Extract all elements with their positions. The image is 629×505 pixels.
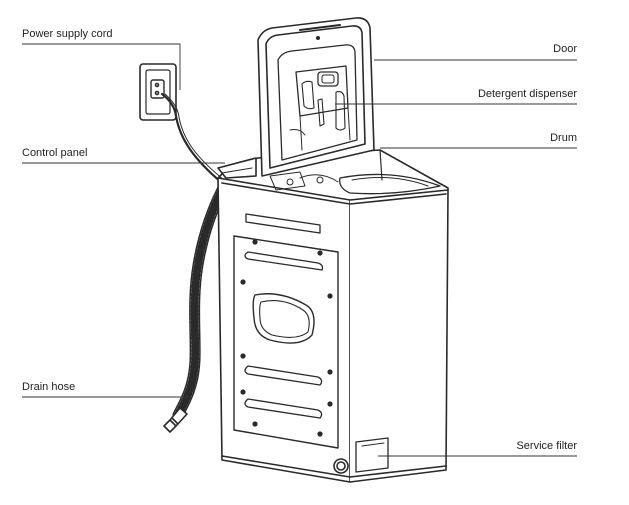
label-control-panel: Control panel — [22, 147, 88, 159]
label-service-filter: Service filter — [516, 440, 577, 452]
interior-detail — [269, 171, 339, 191]
control-panel — [217, 157, 257, 179]
drum — [339, 149, 441, 195]
label-detergent-dispenser: Detergent dispenser — [477, 88, 577, 100]
drain-hose — [163, 184, 228, 433]
cabinet — [217, 149, 449, 483]
leader-power-cord — [22, 43, 181, 90]
label-power-supply-cord: Power supply cord — [22, 28, 113, 40]
label-drum: Drum — [550, 132, 577, 144]
leader-lines — [22, 43, 577, 457]
wall-socket — [139, 63, 177, 121]
detergent-dispenser — [289, 65, 351, 151]
power-cord — [160, 92, 225, 185]
door — [257, 17, 375, 177]
label-drain-hose: Drain hose — [22, 381, 76, 393]
label-door: Door — [553, 43, 577, 55]
